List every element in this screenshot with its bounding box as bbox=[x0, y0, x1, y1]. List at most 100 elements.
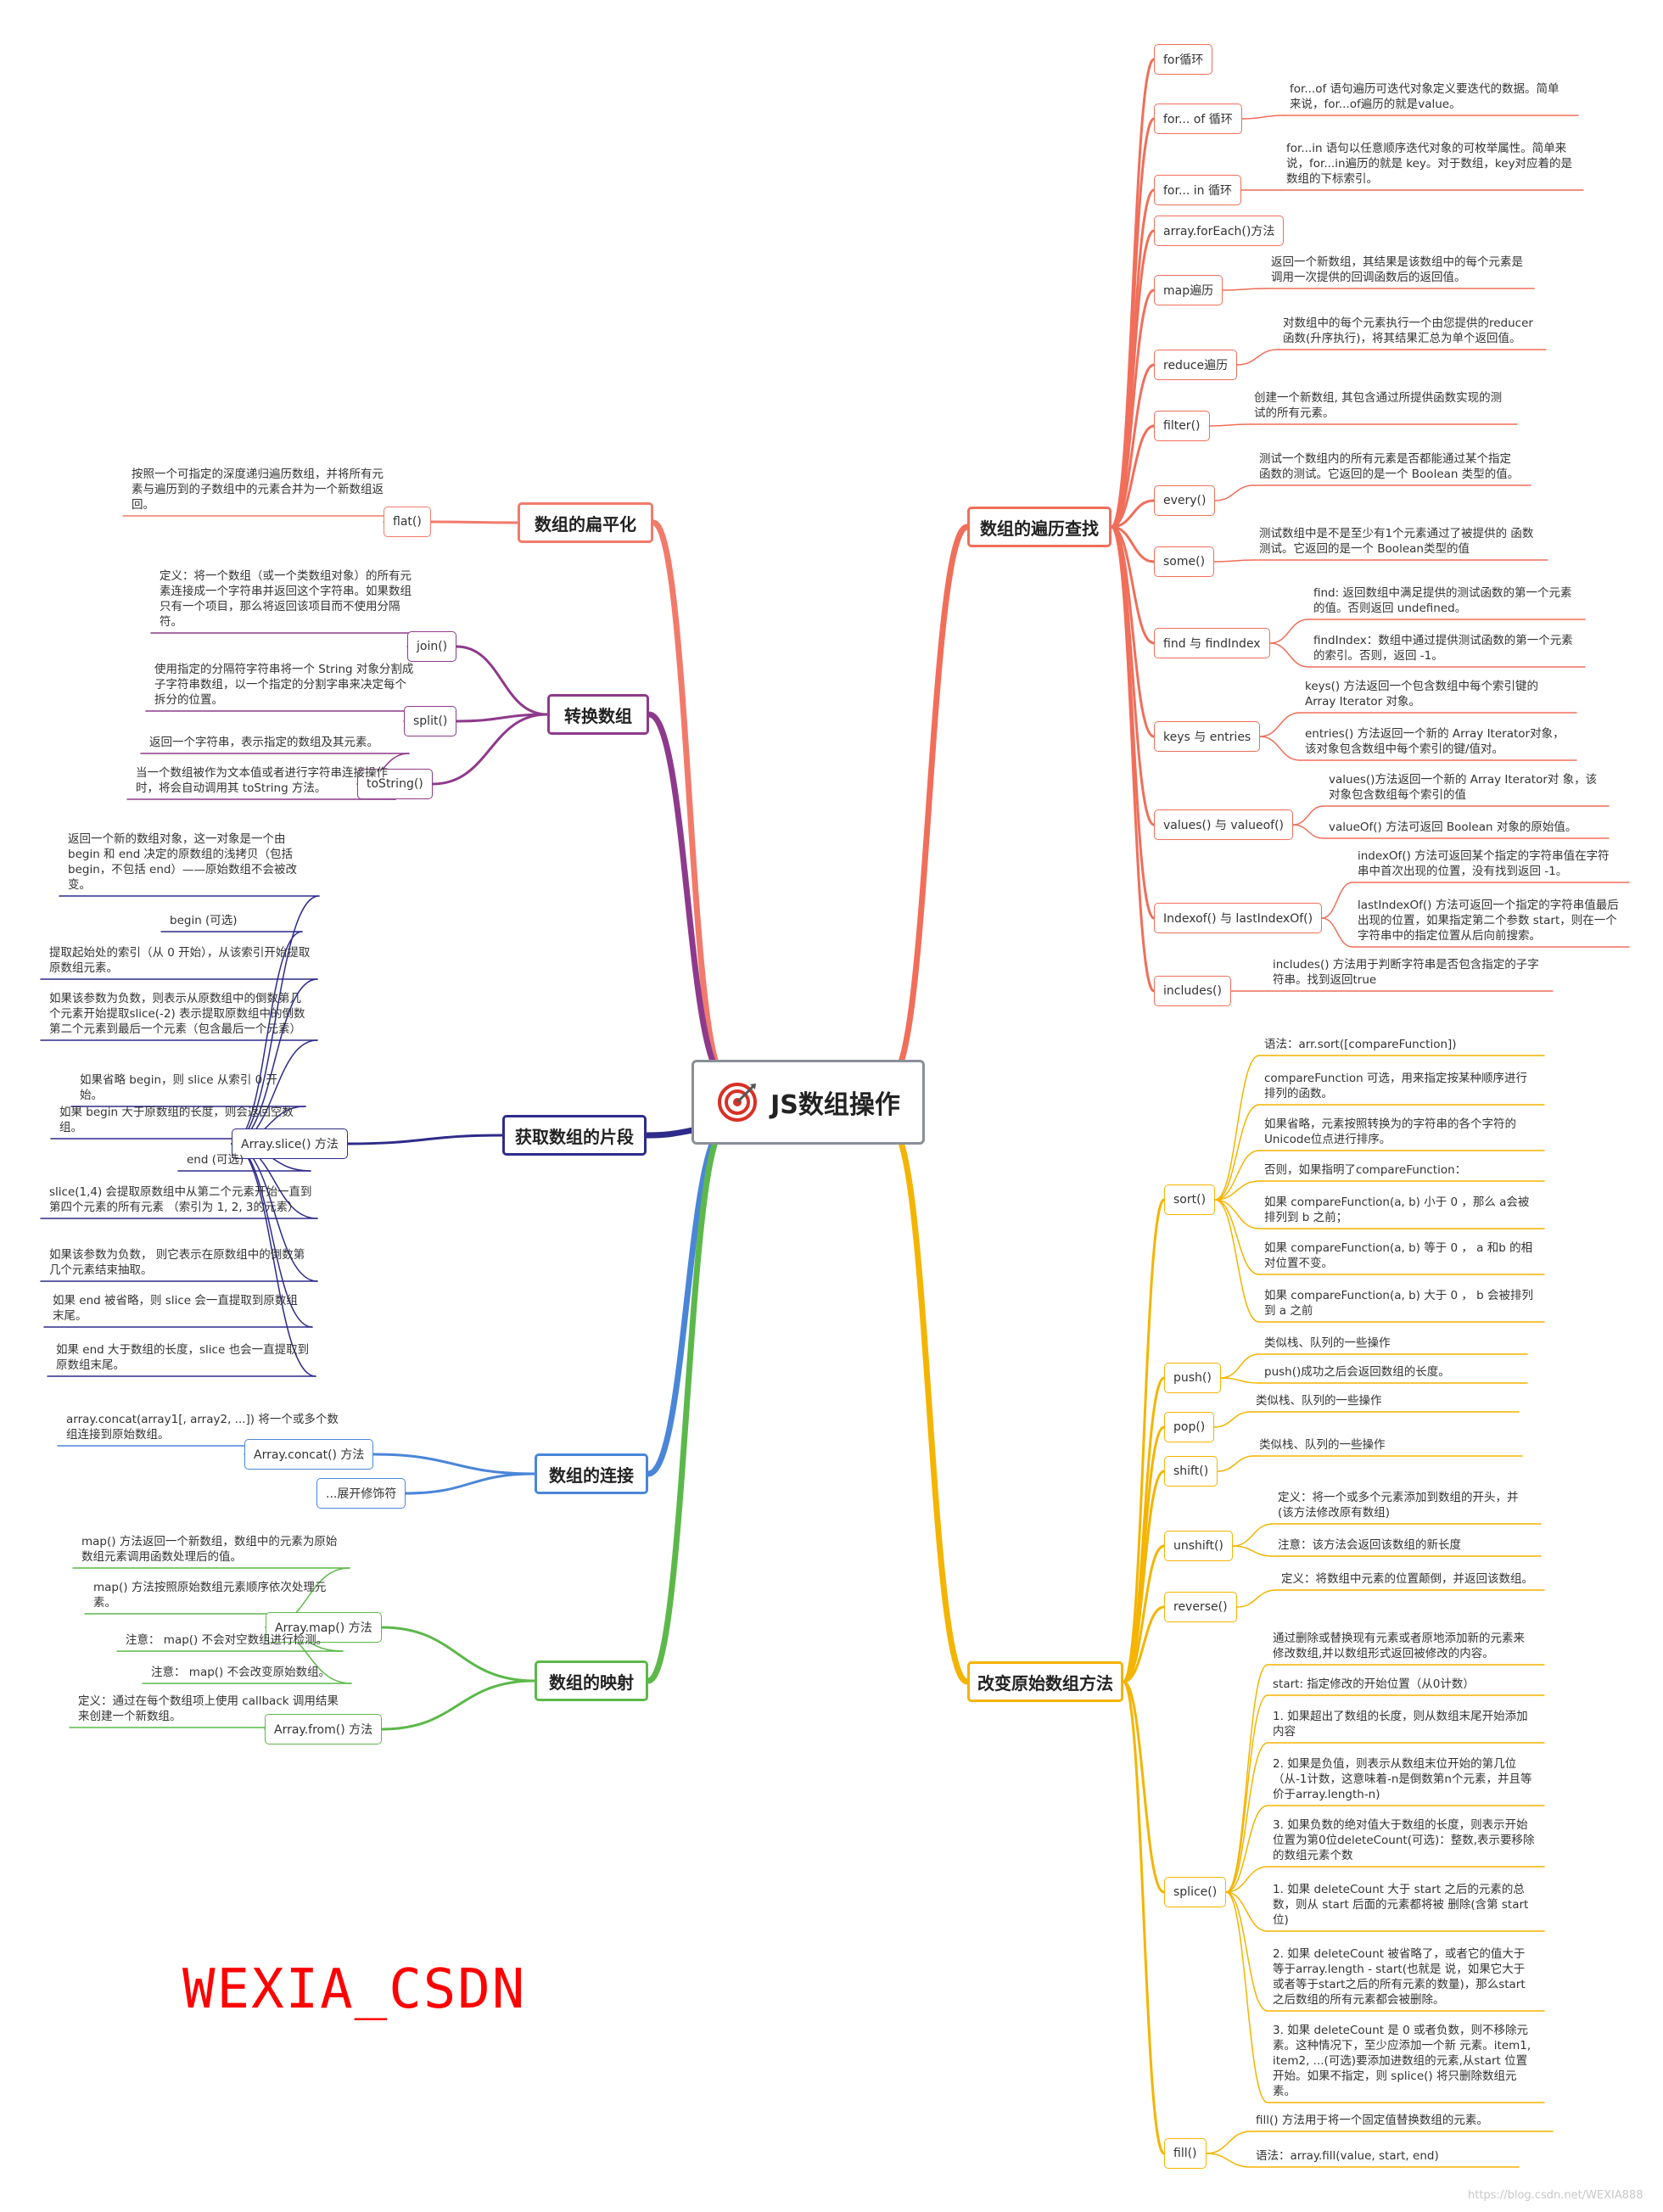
connector bbox=[1122, 1198, 1166, 1683]
branch-map[interactable]: 数组的映射 bbox=[535, 1660, 648, 1701]
description-mutate-0-6: 如果 compareFunction(a, b) 大于 0 ， b 会被排列到 … bbox=[1264, 1289, 1534, 1318]
description-slice-0-7: slice(1,4) 会提取原数组中从第二个元素开始一直到第四个元素的所有元素 … bbox=[49, 1185, 312, 1214]
description-mutate-0-2: 如果省略，元素按照转换为的字符串的各个字符的Unicode位点进行排序。 bbox=[1264, 1117, 1516, 1146]
method-traverse-2[interactable]: for... in 循环 bbox=[1154, 175, 1241, 205]
description-traverse-12-0: indexOf() 方法可返回某个指定的字符串值在字符串中首次出现的位置，没有找… bbox=[1358, 849, 1610, 878]
description-mutate-0-1: compareFunction 可选，用来指定按某种顺序进行排列的函数。 bbox=[1264, 1072, 1527, 1100]
branch-traverse[interactable]: 数组的遍历查找 bbox=[967, 507, 1111, 547]
connector bbox=[1110, 525, 1156, 645]
description-mutate-0-4: 如果 compareFunction(a, b) 小于 0 ，那么 a会被排列到… bbox=[1264, 1196, 1530, 1224]
method-mutate-3[interactable]: shift() bbox=[1164, 1456, 1218, 1487]
method-traverse-13[interactable]: includes() bbox=[1154, 976, 1231, 1006]
connector bbox=[1122, 1544, 1166, 1683]
method-traverse-0[interactable]: for循环 bbox=[1154, 44, 1213, 75]
connector bbox=[887, 524, 971, 1080]
branch-slice[interactable]: 获取数组的片段 bbox=[502, 1115, 647, 1156]
connector bbox=[1213, 1411, 1251, 1428]
method-slice-0[interactable]: Array.slice() 方法 bbox=[232, 1128, 348, 1159]
description-mutate-6-7: 3. 如果 deleteCount 是 0 或者负数，则不移除元素。这种情况下，… bbox=[1273, 2024, 1531, 2098]
connector bbox=[1214, 1199, 1260, 1323]
method-traverse-11[interactable]: values() 与 valueof() bbox=[1154, 809, 1294, 840]
method-mutate-0[interactable]: sort() bbox=[1164, 1184, 1216, 1215]
method-map-1[interactable]: Array.from() 方法 bbox=[265, 1714, 383, 1744]
connector bbox=[1122, 1680, 1166, 2155]
branch-convert[interactable]: 转换数组 bbox=[547, 694, 649, 735]
method-mutate-5[interactable]: reverse() bbox=[1164, 1592, 1237, 1622]
connector bbox=[1225, 1694, 1268, 1893]
method-traverse-10[interactable]: keys 与 entries bbox=[1154, 721, 1261, 752]
connector bbox=[1220, 1377, 1260, 1384]
method-traverse-9[interactable]: find 与 findIndex bbox=[1154, 628, 1270, 658]
description-map-0-2: 注意： map() 不会对空数组进行检测。 bbox=[126, 1633, 328, 1647]
description-convert-0-0: 定义：将一个数组（或一个类数组对象）的所有元素连接成一个字符串并返回这个字符串。… bbox=[160, 569, 412, 629]
connector bbox=[1225, 1805, 1268, 1893]
method-traverse-8[interactable]: some() bbox=[1154, 546, 1215, 577]
method-traverse-4[interactable]: map遍历 bbox=[1154, 275, 1223, 305]
description-traverse-13-0: includes() 方法用于判断字符串是否包含指定的子字符串。找到返回true bbox=[1273, 958, 1539, 987]
description-convert-1-0: 使用指定的分隔符字符串将一个 String 对象分割成子字符串数组，以一个指定的… bbox=[154, 663, 414, 707]
method-concat-0[interactable]: Array.concat() 方法 bbox=[244, 1439, 374, 1470]
connector bbox=[1214, 1104, 1260, 1201]
method-convert-0[interactable]: join() bbox=[407, 631, 457, 662]
branch-mutate[interactable]: 改变原始数组方法 bbox=[967, 1661, 1123, 1702]
connector bbox=[1236, 1589, 1277, 1608]
method-mutate-2[interactable]: pop() bbox=[1164, 1412, 1215, 1442]
footer-url: https://blog.csdn.net/WEXIA888 bbox=[1468, 2189, 1643, 2202]
description-convert-2-1: 当一个数组被作为文本值或者进行字符串连接操作时，将会自动调用其 toString… bbox=[136, 766, 388, 795]
description-mutate-0-3: 否则，如果指明了compareFunction： bbox=[1264, 1163, 1467, 1177]
connector bbox=[372, 1453, 536, 1476]
connector bbox=[650, 519, 729, 1080]
method-traverse-3[interactable]: array.forEach()方法 bbox=[1154, 216, 1285, 246]
method-traverse-12[interactable]: Indexof() 与 lastIndexOf() bbox=[1154, 903, 1323, 933]
description-slice-0-10: 如果 end 大于数组的长度，slice 也会一直提取到原数组末尾。 bbox=[56, 1343, 310, 1372]
description-slice-0-5: 如果 begin 大于原数组的长度，则会返回空数组。 bbox=[59, 1106, 294, 1134]
method-concat-1[interactable]: ...展开修饰符 bbox=[316, 1478, 406, 1509]
method-traverse-6[interactable]: filter() bbox=[1154, 411, 1210, 441]
connector bbox=[1232, 1523, 1274, 1547]
method-flatten-0[interactable]: flat() bbox=[384, 507, 431, 537]
method-convert-2[interactable]: toString() bbox=[357, 769, 433, 799]
description-map-0-0: map() 方法返回一个新数组，数组中的元素为原始数组元素调用函数处理后的值。 bbox=[81, 1535, 338, 1564]
method-mutate-6[interactable]: splice() bbox=[1164, 1877, 1227, 1907]
connector bbox=[1110, 288, 1156, 529]
connector bbox=[1222, 288, 1267, 291]
description-slice-0-9: 如果 end 被省略，则 slice 会一直提取到原数组末尾。 bbox=[53, 1294, 298, 1323]
target-icon bbox=[718, 1083, 758, 1122]
connector bbox=[1110, 525, 1156, 993]
method-map-0[interactable]: Array.map() 方法 bbox=[266, 1612, 382, 1643]
connector bbox=[887, 1124, 971, 1685]
description-convert-2-0: 返回一个字符串，表示指定的数组及其元素。 bbox=[149, 736, 378, 749]
branch-flatten[interactable]: 数组的扁平化 bbox=[518, 502, 653, 543]
method-mutate-4[interactable]: unshift() bbox=[1164, 1531, 1233, 1561]
connector bbox=[1241, 115, 1285, 120]
description-mutate-0-5: 如果 compareFunction(a, b) 等于 0 ， a 和b 的相对… bbox=[1264, 1241, 1533, 1270]
description-mutate-7-0: fill() 方法用于将一个固定值替换数组的元素。 bbox=[1256, 2114, 1488, 2127]
connector bbox=[1292, 824, 1324, 839]
branch-concat[interactable]: 数组的连接 bbox=[535, 1453, 648, 1494]
connector bbox=[1110, 499, 1156, 529]
connector bbox=[1292, 805, 1324, 826]
description-traverse-1-0: for...of 语句遍历可迭代对象定义要迭代的数据。简单来说，for...of… bbox=[1290, 82, 1559, 111]
method-mutate-1[interactable]: push() bbox=[1164, 1363, 1221, 1393]
description-mutate-6-6: 2. 如果 deleteCount 被省略了，或者它的值大于等于array.le… bbox=[1273, 1947, 1526, 2007]
description-mutate-6-0: 通过删除或替换现有元素或者原地添加新的元素来修改数组,并以数组形式返回被修改的内… bbox=[1273, 1632, 1525, 1660]
method-traverse-5[interactable]: reduce遍历 bbox=[1154, 350, 1238, 380]
root-node[interactable]: JS数组操作 bbox=[692, 1060, 925, 1145]
connector bbox=[380, 1679, 536, 1731]
method-traverse-1[interactable]: for... of 循环 bbox=[1154, 104, 1242, 134]
method-convert-1[interactable]: split() bbox=[404, 706, 457, 736]
description-mutate-6-4: 3. 如果负数的绝对值大于数组的长度，则表示开始位置为第0位deleteCoun… bbox=[1273, 1818, 1535, 1862]
connector bbox=[645, 1124, 729, 1684]
watermark: WEXIA_CSDN bbox=[182, 1958, 527, 2021]
description-traverse-12-1: lastIndexOf() 方法可返回一个指定的字符串值最后出现的位置，如果指定… bbox=[1358, 899, 1619, 943]
method-mutate-7[interactable]: fill() bbox=[1164, 2138, 1207, 2169]
connector bbox=[346, 1134, 504, 1145]
connector bbox=[1122, 1605, 1166, 1683]
method-traverse-7[interactable]: every() bbox=[1154, 485, 1216, 516]
connector bbox=[1214, 1199, 1260, 1275]
description-mutate-6-1: start: 指定修改的开始位置（从0计数） bbox=[1273, 1677, 1475, 1691]
connector bbox=[1225, 1742, 1268, 1893]
connector bbox=[380, 1626, 536, 1683]
connector bbox=[1321, 917, 1353, 948]
